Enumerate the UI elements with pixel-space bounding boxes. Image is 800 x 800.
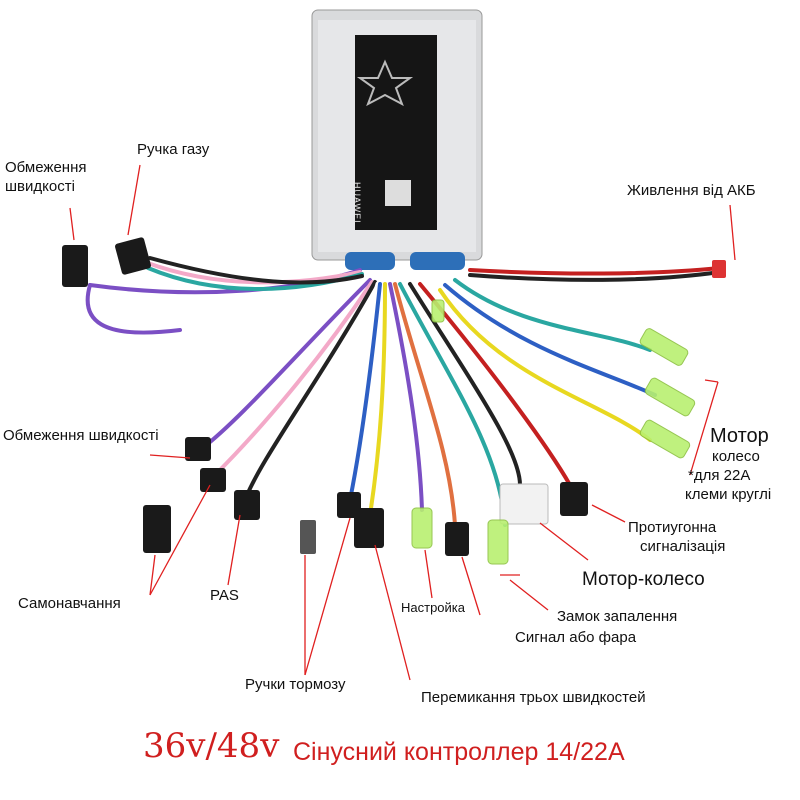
label-speed-limit-left: Обмеження швидкості xyxy=(3,427,159,444)
label-line: *для 22A xyxy=(688,467,751,484)
device-brand: HUAWEI xyxy=(352,182,362,224)
speed-limit-left-connector xyxy=(185,437,211,461)
speed-limit-connector xyxy=(62,245,88,287)
controller-housing xyxy=(311,9,483,270)
title-name: Сінусний контроллер 14/22A xyxy=(293,738,625,766)
label-anti-theft: Протиугонна сигналізація xyxy=(628,518,725,556)
label-battery-power: Живлення від АКБ xyxy=(627,182,756,199)
connectors xyxy=(62,237,726,556)
self-learning-connector xyxy=(200,468,226,492)
label-signal-or-light: Сигнал або фара xyxy=(515,629,637,646)
anti-theft-connector xyxy=(560,482,588,516)
star-logo-icon xyxy=(356,59,414,107)
battery-connector xyxy=(712,260,726,278)
label-throttle: Ручка газу xyxy=(137,141,210,158)
label-pas: PAS xyxy=(210,587,239,604)
label-motor-wheel-note: Мотор колесо *для 22A клеми круглі xyxy=(685,425,771,504)
label-setting: Настройка xyxy=(401,600,465,615)
label-motor-wheel: Мотор-колесо xyxy=(582,569,705,590)
label-ignition-lock: Замок запалення xyxy=(557,608,678,625)
title-voltage: 36v/48v xyxy=(143,726,280,766)
three-speed-connector xyxy=(354,508,384,548)
label-line: Обмеження xyxy=(5,159,87,176)
label-brake-handles: Ручки тормозу xyxy=(245,676,346,693)
label-line: швидкості xyxy=(5,178,75,195)
label-line: сигналізація xyxy=(640,538,726,555)
throttle-connector xyxy=(115,237,151,275)
ignition-connector xyxy=(499,483,549,525)
brake-connector xyxy=(300,520,316,554)
wires xyxy=(85,256,722,527)
label-line: Мотор xyxy=(710,425,769,447)
label-line: клеми круглі xyxy=(685,486,772,503)
pointer-lines xyxy=(69,164,736,681)
motor-terminals xyxy=(411,299,696,565)
brand-logo-icon xyxy=(385,180,411,206)
label-line: колесо xyxy=(712,448,760,465)
pas-connector xyxy=(234,490,260,520)
signal-connector xyxy=(445,522,469,556)
self-learning-loose-connector xyxy=(143,505,171,553)
label-self-learning: Самонавчання xyxy=(18,595,121,612)
label-three-speed-switch: Перемикання трьох швидкостей xyxy=(421,689,646,706)
label-speed-limit-top: Обмеження швидкості xyxy=(5,158,86,196)
label-line: Протиугонна xyxy=(628,519,717,536)
